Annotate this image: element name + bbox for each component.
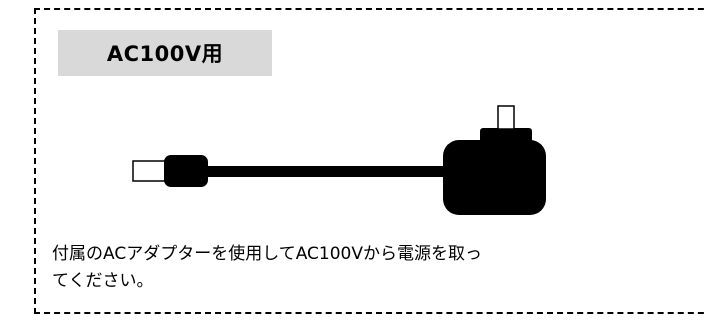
wall-prong	[497, 105, 515, 130]
adapter-plug-base	[480, 128, 532, 144]
section-title: AC100V用	[106, 42, 224, 66]
section-caption: 付属のACアダプターを使用してAC100Vから電源を取っ てください。	[52, 241, 692, 295]
adapter-cable	[204, 166, 450, 177]
dc-plug-tip	[132, 160, 166, 182]
dashed-section-frame	[34, 8, 706, 314]
section-title-box: AC100V用	[58, 30, 272, 76]
caption-line-1: 付属のACアダプターを使用してAC100Vから電源を取っ	[52, 244, 482, 264]
dc-plug-body	[164, 155, 208, 187]
adapter-body	[443, 140, 546, 215]
caption-line-2: てください。	[52, 271, 154, 291]
